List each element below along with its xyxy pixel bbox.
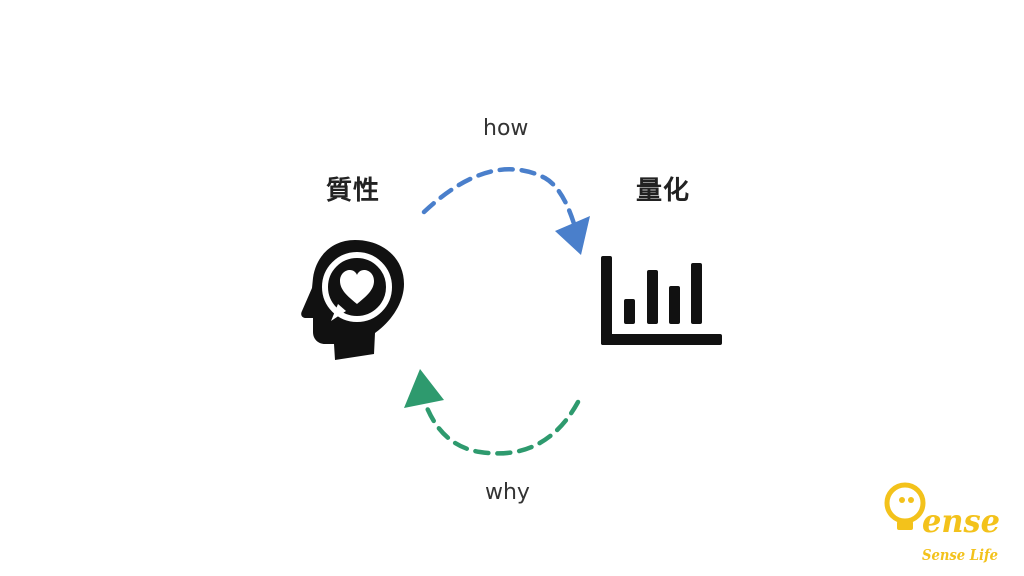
why-arrow [421, 397, 581, 456]
qualitative-label: 質性 [326, 176, 381, 206]
quantitative-label: 量化 [636, 176, 691, 206]
svg-text:ense: ense [922, 502, 1000, 540]
why-label: why [485, 480, 530, 505]
how-arrow-head [555, 216, 590, 255]
how-arrow [421, 167, 581, 241]
how-label: how [483, 116, 529, 141]
svg-text:Sense Life: Sense Life [922, 546, 998, 564]
why-arrow-head [404, 369, 444, 408]
head-heart-icon [301, 240, 404, 360]
bar-chart-icon [601, 256, 722, 345]
brand-logo: ense Sense Life [884, 482, 1000, 564]
lightbulb-icon [884, 482, 926, 530]
